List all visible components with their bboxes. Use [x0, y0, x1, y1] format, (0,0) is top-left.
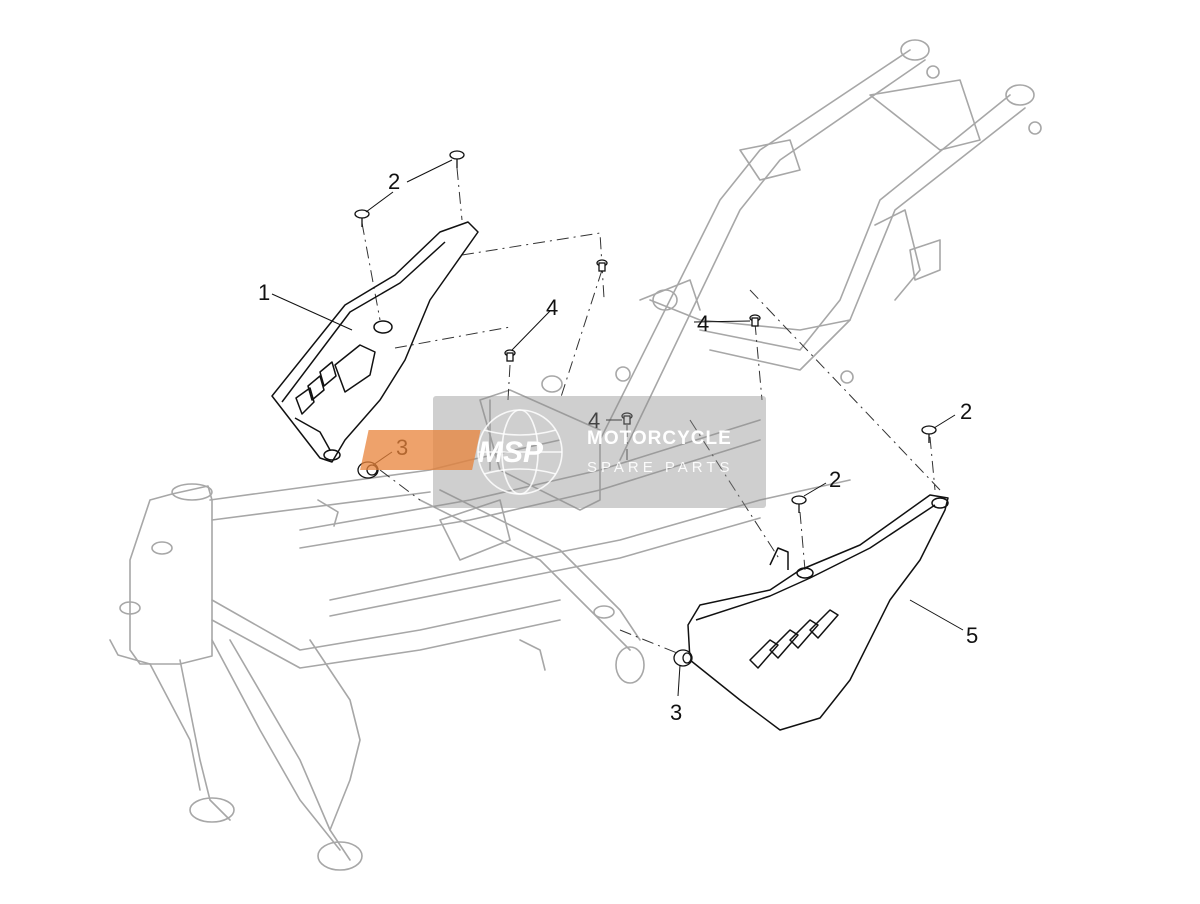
- globe-icon: [477, 409, 563, 495]
- callout-label-4: 4: [588, 408, 600, 433]
- assembly-dash-lines: [361, 167, 941, 656]
- grommet-icon: [673, 649, 693, 667]
- callout-label-1: 1: [258, 280, 270, 305]
- right-side-cover-part-5: [687, 494, 949, 731]
- rivet-icon: [621, 412, 633, 425]
- watermark: MSP MOTORCYCLE SPARE PARTS: [360, 396, 766, 508]
- fasteners: [354, 150, 937, 667]
- callout-label-4: 4: [697, 311, 709, 336]
- motorcycle-frame: [109, 39, 1042, 871]
- callout-leaders: [271, 159, 964, 697]
- left-side-cover-part-1: [271, 221, 479, 463]
- watermark-line-2: SPARE PARTS: [587, 459, 734, 476]
- callout-label-2: 2: [829, 467, 841, 492]
- screw-icon: [449, 150, 465, 168]
- rivet-icon: [749, 314, 761, 327]
- callout-label-4: 4: [546, 295, 558, 320]
- callout-label-3: 3: [670, 700, 682, 725]
- callout-label-2: 2: [960, 399, 972, 424]
- rivet-icon: [596, 259, 608, 272]
- callout-label-5: 5: [966, 623, 978, 648]
- watermark-logo: MSP: [478, 436, 544, 469]
- watermark-line-1: MOTORCYCLE: [587, 428, 732, 449]
- callout-label-2: 2: [388, 169, 400, 194]
- screw-icon: [791, 495, 807, 513]
- rivet-icon: [504, 349, 516, 362]
- screw-icon: [921, 425, 937, 443]
- screw-icon: [354, 209, 370, 227]
